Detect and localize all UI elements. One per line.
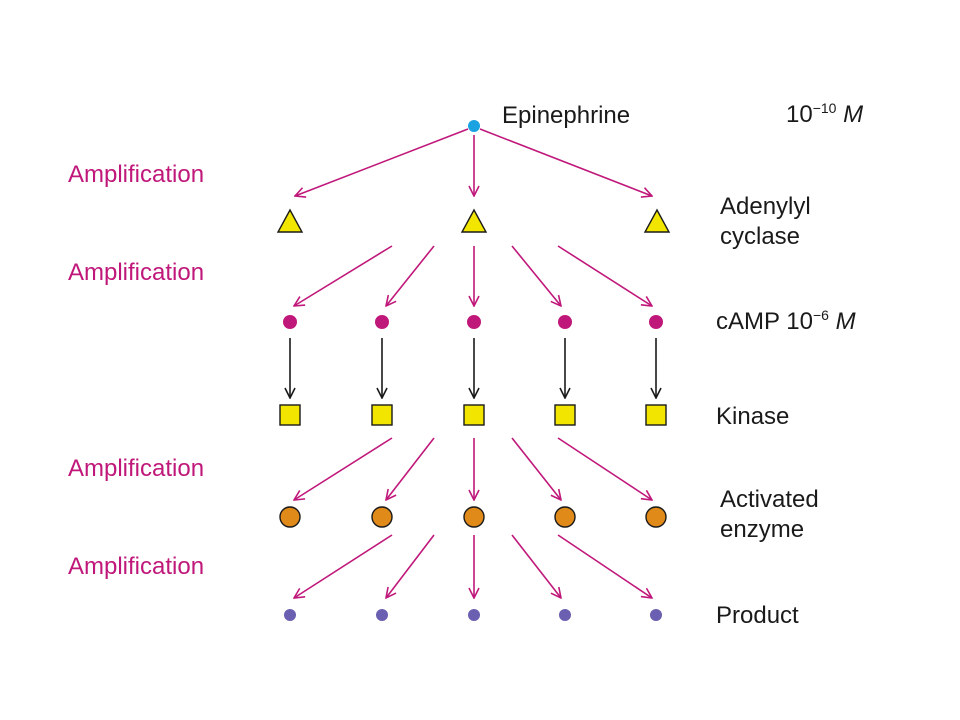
- camp-dot-2: [375, 315, 389, 329]
- nodes-layer: [276, 120, 671, 621]
- camp-name: cAMP: [716, 308, 780, 335]
- adenylyl-cyclase-label-line2: cyclase: [720, 223, 801, 250]
- kinase-square-2: [371, 404, 393, 426]
- activated-enzyme-label-line2: enzyme: [720, 516, 805, 543]
- product-dot-4: [559, 609, 571, 621]
- epinephrine-label: Epinephrine: [502, 102, 631, 129]
- camp-conc-base: 10: [786, 308, 813, 335]
- amplification-label-4: Amplification: [68, 553, 205, 580]
- arrow-kinase-to-enzyme-2: [386, 437, 435, 500]
- arrow-enzyme-to-product-1: [294, 534, 393, 598]
- camp-dot-3: [467, 315, 481, 329]
- camp-conc-unit: M: [835, 308, 856, 335]
- arrow-cyclase-to-camp-2: [386, 245, 435, 306]
- adenylyl-cyclase-triangle-3: [643, 208, 671, 233]
- kinase-label: Kinase: [716, 403, 790, 430]
- arrow-kinase-to-enzyme-5: [557, 437, 652, 500]
- arrow-enzyme-to-product-4: [511, 534, 561, 598]
- arrow-enzyme-to-product-5: [557, 534, 652, 598]
- epinephrine-conc-exponent: −10: [812, 100, 837, 116]
- product-label: Product: [716, 602, 799, 629]
- epinephrine-concentration: 10−10 M: [786, 100, 863, 130]
- product-dot-2: [376, 609, 388, 621]
- activated-enzyme-label-line1: Activated: [720, 486, 819, 513]
- adenylyl-cyclase-label-line1: Adenylyl: [720, 193, 811, 220]
- arrow-epi-to-cyclase-1: [295, 128, 469, 196]
- kinase-square-1: [279, 404, 301, 426]
- camp-dot-5: [649, 315, 663, 329]
- epinephrine-conc-base: 10: [786, 101, 813, 128]
- arrow-cyclase-to-camp-4: [511, 245, 561, 306]
- product-dot-1: [284, 609, 296, 621]
- kinase-square-3: [463, 404, 485, 426]
- camp-dot-1: [283, 315, 297, 329]
- product-dot-5: [650, 609, 662, 621]
- arrow-kinase-to-enzyme-4: [511, 437, 561, 500]
- activated-enzyme-circle-4: [554, 506, 576, 528]
- arrow-enzyme-to-product-2: [386, 534, 435, 598]
- kinase-square-4: [554, 404, 576, 426]
- amplification-label-3: Amplification: [68, 455, 205, 482]
- epinephrine-conc-unit: M: [843, 101, 864, 128]
- activated-enzyme-circle-5: [645, 506, 667, 528]
- product-dot-3: [468, 609, 480, 621]
- arrow-cyclase-to-camp-1: [294, 245, 393, 306]
- arrows-layer: [290, 128, 656, 598]
- camp-dot-4: [558, 315, 572, 329]
- camp-conc-exponent: −6: [812, 307, 829, 323]
- adenylyl-cyclase-triangle-1: [276, 208, 304, 233]
- activated-enzyme-circle-1: [279, 506, 301, 528]
- camp-label: cAMP 10−6 M: [716, 307, 856, 337]
- kinase-square-5: [645, 404, 667, 426]
- activated-enzyme-circle-2: [371, 506, 393, 528]
- amplification-label-1: Amplification: [68, 161, 205, 188]
- amplification-label-2: Amplification: [68, 259, 205, 286]
- adenylyl-cyclase-triangle-2: [460, 208, 488, 233]
- arrow-cyclase-to-camp-5: [557, 245, 652, 306]
- epinephrine-dot: [468, 120, 480, 132]
- activated-enzyme-circle-3: [463, 506, 485, 528]
- arrow-epi-to-cyclase-3: [479, 128, 652, 196]
- arrow-kinase-to-enzyme-1: [294, 437, 393, 500]
